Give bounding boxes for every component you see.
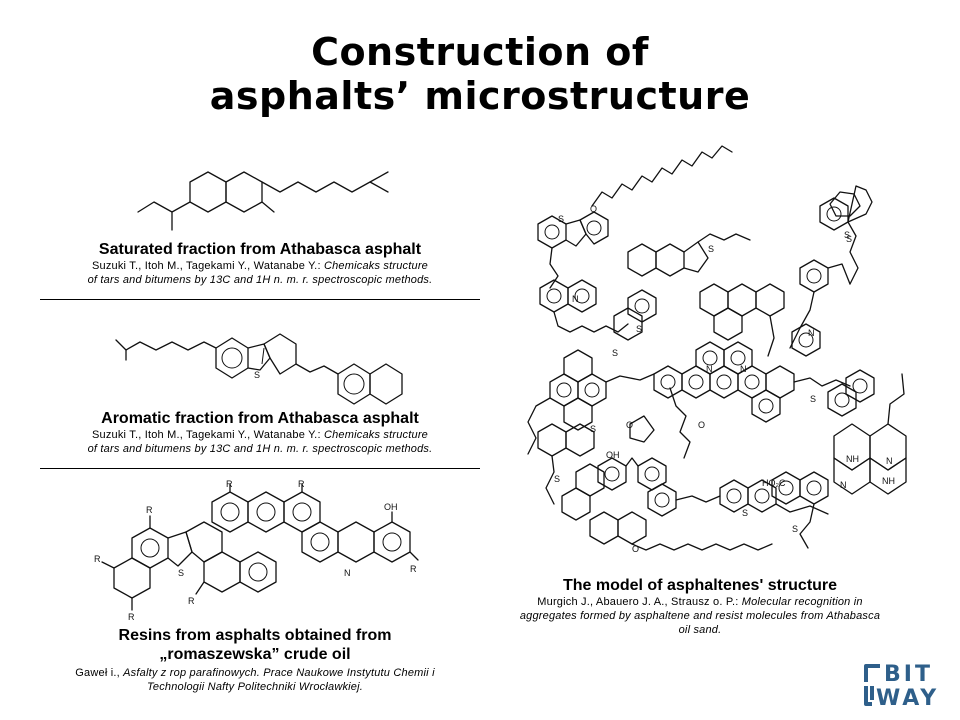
asph-label-n6: N xyxy=(840,480,847,490)
asphaltenes-ref-title-c: oil sand. xyxy=(678,624,722,636)
aromatic-title: Aromatic fraction from Athabasca asphalt xyxy=(101,410,419,427)
logo-text-bottom: WAY xyxy=(876,686,939,708)
asphaltenes-reference: Murgich J., Abauero J. A., Strausz o. P.… xyxy=(480,595,920,637)
aromatic-caption: Aromatic fraction from Athabasca asphalt… xyxy=(20,409,500,456)
saturated-caption: Saturated fraction from Athabasca asphal… xyxy=(20,240,500,287)
asph-label-s3: S xyxy=(844,230,850,240)
aromatic-reference: Suzuki T., Itoh M., Tagekami Y., Watanab… xyxy=(20,428,500,456)
aromatic-structure-diagram: S xyxy=(115,333,403,405)
asph-label-s10: S xyxy=(742,508,748,518)
asph-label-s8: S xyxy=(810,394,816,404)
asph-label-oh: OH xyxy=(606,450,620,460)
resins-label-s: S xyxy=(178,568,184,578)
asph-label-o2: O xyxy=(698,420,705,430)
asph-label-s2: S xyxy=(708,244,714,254)
aromatic-ref-title-a: Chemicaks structure xyxy=(323,429,429,441)
saturated-ref-authors: Suzuki T., Itoh M., Tagekami Y., Watanab… xyxy=(91,260,324,272)
resins-title-line2: „romaszewska” crude oil xyxy=(159,646,351,663)
divider-2 xyxy=(40,468,480,469)
saturated-structure-diagram xyxy=(137,171,389,231)
resins-ref-title-b: Technologii Nafty Politechniki Wrocławki… xyxy=(146,681,364,693)
asph-label-n4: N xyxy=(740,364,747,374)
resins-label-r2: R xyxy=(94,554,101,564)
aromatic-ref-authors: Suzuki T., Itoh M., Tagekami Y., Watanab… xyxy=(91,429,324,441)
resins-ref-authors: Gaweł i., xyxy=(75,667,124,679)
asph-label-nh2: NH xyxy=(882,476,895,486)
asph-label-nh1: NH xyxy=(846,454,859,464)
resins-reference: Gaweł i., Asfalty z rop parafinowych. Pr… xyxy=(20,666,490,694)
asphaltenes-caption: The model of asphaltenes' structure Murg… xyxy=(480,576,920,637)
resins-label-r6: R xyxy=(298,480,305,489)
asphaltenes-ref-title-b: aggregates formed by asphaltene and resi… xyxy=(519,610,881,622)
asph-label-n3: N xyxy=(706,364,713,374)
aromatic-atom-s: S xyxy=(254,370,260,380)
resins-ref-title: Asfalty z rop parafinowych. Prace Naukow… xyxy=(123,667,435,679)
resins-caption: Resins from asphalts obtained from „roma… xyxy=(20,626,490,694)
resins-label-r5: R xyxy=(226,480,233,489)
slide-title: Construction of asphalts’ microstructure xyxy=(0,30,960,118)
asph-label-s9: S xyxy=(554,474,560,484)
asph-label-s11: S xyxy=(792,524,798,534)
slide-title-line2: asphalts’ microstructure xyxy=(209,74,751,118)
asph-label-s7: S xyxy=(590,424,596,434)
logo-text-top: BIT xyxy=(884,662,933,687)
saturated-title: Saturated fraction from Athabasca asphal… xyxy=(98,241,422,258)
asph-label-o1: O xyxy=(590,204,597,214)
asph-label-s5: S xyxy=(636,324,642,334)
saturated-ref-title-a: Chemicaks structure xyxy=(323,260,429,272)
resins-title-line1: Resins from asphalts obtained from xyxy=(118,627,392,644)
asphaltenes-title: The model of asphaltenes' structure xyxy=(562,577,838,594)
asph-label-ho2c: HO₂C xyxy=(762,478,786,488)
resins-label-n: N xyxy=(344,568,351,578)
saturated-ref-title-b: of tars and bitumens by 13C and 1H n. m.… xyxy=(87,274,433,286)
resins-label-oh: OH xyxy=(384,502,398,512)
asph-label-o4: O xyxy=(632,544,639,554)
asph-label-n1: N xyxy=(572,294,579,304)
asph-label-s6: S xyxy=(612,348,618,358)
slide-title-line1: Construction of xyxy=(311,30,649,74)
asph-label-s1: S xyxy=(558,214,564,224)
asph-label-n2: N xyxy=(808,328,815,338)
asph-label-n5: N xyxy=(886,456,893,466)
asphaltenes-ref-authors: Murgich J., Abauero J. A., Strausz o. P.… xyxy=(537,596,742,608)
resins-label-r3: R xyxy=(128,612,135,622)
saturated-reference: Suzuki T., Itoh M., Tagekami Y., Watanab… xyxy=(20,259,500,287)
asphaltenes-ref-title-a: Molecular recognition in xyxy=(741,596,863,608)
aromatic-ref-title-b: of tars and bitumens by 13C and 1H n. m.… xyxy=(87,443,433,455)
resins-label-r7: R xyxy=(410,564,417,574)
resins-label-r4: R xyxy=(188,596,195,606)
divider-1 xyxy=(40,299,480,300)
resins-label-r1: R xyxy=(146,505,153,515)
bitway-logo: BIT WAY xyxy=(864,662,939,708)
asphaltenes-structure-diagram: S O N S S S N S S S N N O S O OH S O S S… xyxy=(527,145,907,554)
asph-label-s4: S xyxy=(846,234,852,244)
resins-structure-diagram: R R R R R R R S N OH xyxy=(94,480,419,622)
asph-label-o3: O xyxy=(626,420,633,430)
